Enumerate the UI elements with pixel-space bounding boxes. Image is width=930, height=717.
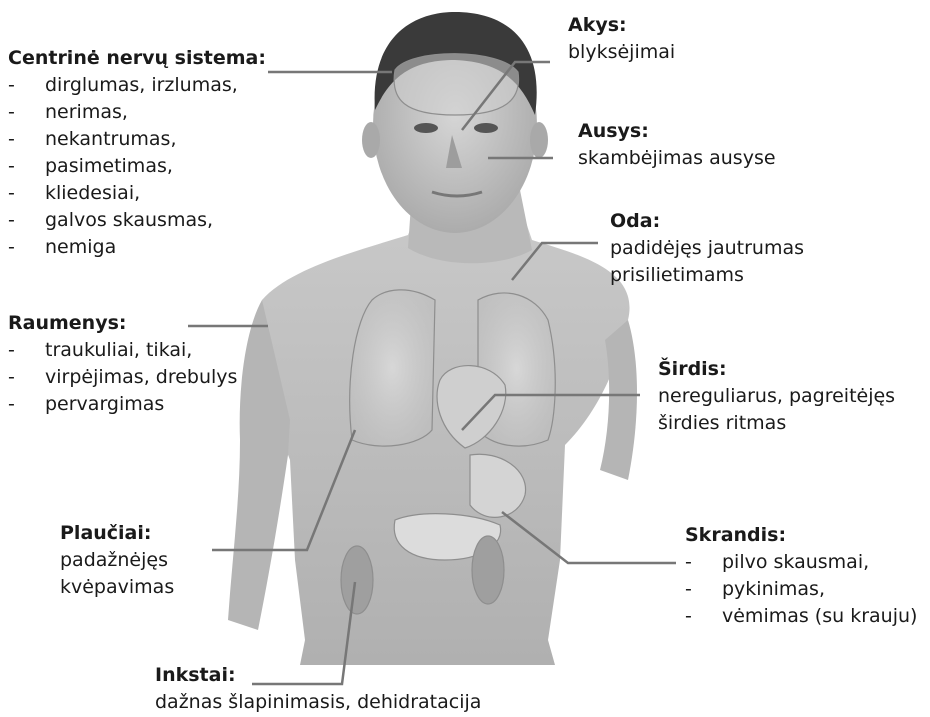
- list-item: galvos skausmas,: [8, 207, 266, 234]
- list-item: traukuliai, tikai,: [8, 337, 237, 364]
- list-item: nemiga: [8, 234, 266, 261]
- label-stomach: Skrandis: pilvo skausmai, pykinimas, vėm…: [685, 522, 917, 630]
- list-item: vėmimas (su krauju): [685, 603, 917, 630]
- skin-line-1: padidėjęs jautrumas: [610, 235, 804, 262]
- heart-line-1: nereguliarus, pagreitėjęs: [658, 383, 895, 410]
- ears-text: skambėjimas ausyse: [578, 145, 776, 172]
- label-lungs: Plaučiai: padažnėjęs kvėpavimas: [60, 520, 174, 601]
- label-muscles: Raumenys: traukuliai, tikai, virpėjimas,…: [8, 310, 237, 418]
- label-cns: Centrinė nervų sistema: dirglumas, irzlu…: [8, 45, 266, 261]
- lungs-line-1: padažnėjęs: [60, 547, 174, 574]
- muscles-title: Raumenys:: [8, 310, 237, 337]
- kidneys-title: Inkstai:: [155, 662, 481, 689]
- muscles-list: traukuliai, tikai, virpėjimas, drebulys …: [8, 337, 237, 418]
- list-item: pykinimas,: [685, 576, 917, 603]
- list-item: pilvo skausmai,: [685, 549, 917, 576]
- heart-title: Širdis:: [658, 356, 895, 383]
- skin-title: Oda:: [610, 208, 804, 235]
- eyes-title: Akys:: [568, 12, 675, 39]
- heart-line-2: širdies ritmas: [658, 410, 895, 437]
- lungs-title: Plaučiai:: [60, 520, 174, 547]
- list-item: pervargimas: [8, 391, 237, 418]
- label-heart: Širdis: nereguliarus, pagreitėjęs širdie…: [658, 356, 895, 437]
- kidneys-text: dažnas šlapinimasis, dehidratacija: [155, 689, 481, 716]
- list-item: nekantrumas,: [8, 126, 266, 153]
- cns-title: Centrinė nervų sistema:: [8, 45, 266, 72]
- kidney-right-shape: [472, 536, 504, 604]
- list-item: nerimas,: [8, 99, 266, 126]
- list-item: kliedesiai,: [8, 180, 266, 207]
- label-eyes: Akys: blyksėjimai: [568, 12, 675, 66]
- list-item: virpėjimas, drebulys: [8, 364, 237, 391]
- ears-title: Ausys:: [578, 118, 776, 145]
- brain-shape: [394, 54, 518, 115]
- list-item: pasimetimas,: [8, 153, 266, 180]
- eyes-text: blyksėjimai: [568, 39, 675, 66]
- stomach-list: pilvo skausmai, pykinimas, vėmimas (su k…: [685, 549, 917, 630]
- stomach-title: Skrandis:: [685, 522, 917, 549]
- kidney-left-shape: [341, 546, 373, 614]
- list-item: dirglumas, irzlumas,: [8, 72, 266, 99]
- label-skin: Oda: padidėjęs jautrumas prisilietimams: [610, 208, 804, 289]
- skin-line-2: prisilietimams: [610, 262, 804, 289]
- label-kidneys: Inkstai: dažnas šlapinimasis, dehidratac…: [155, 662, 481, 716]
- cns-list: dirglumas, irzlumas, nerimas, nekantruma…: [8, 72, 266, 261]
- label-ears: Ausys: skambėjimas ausyse: [578, 118, 776, 172]
- lungs-line-2: kvėpavimas: [60, 574, 174, 601]
